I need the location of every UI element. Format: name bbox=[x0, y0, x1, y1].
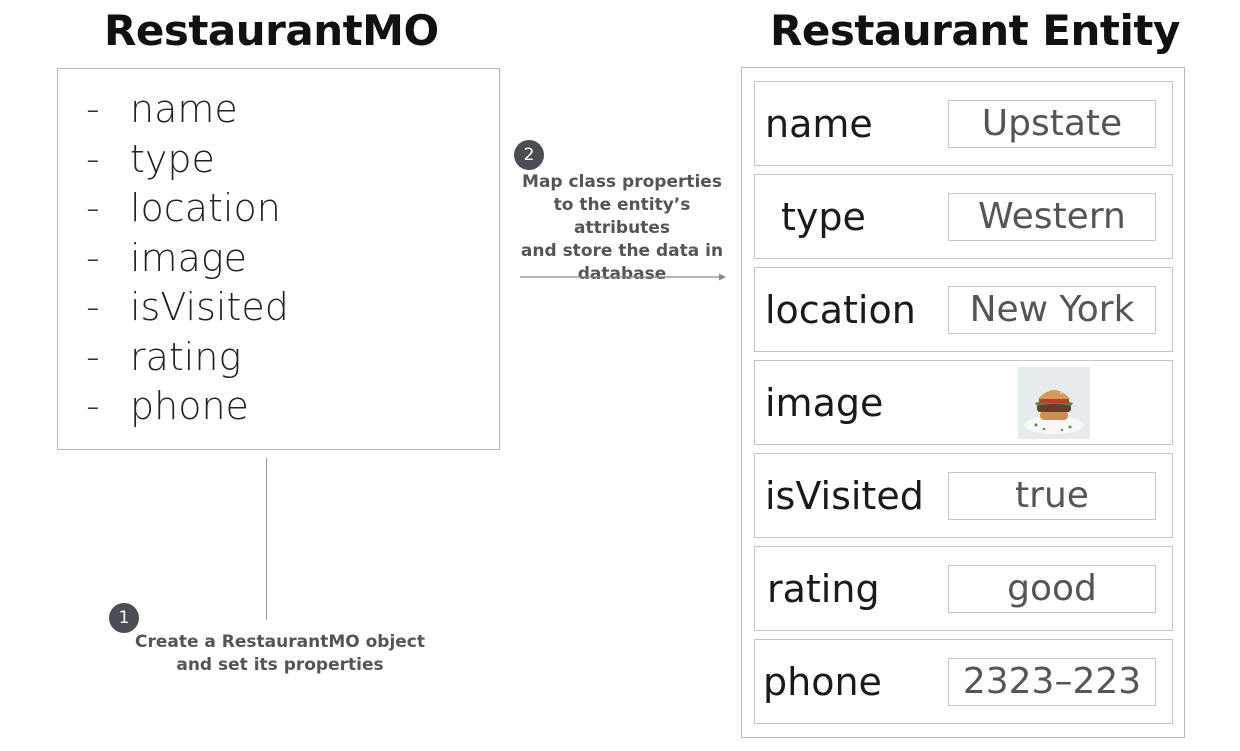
step-1-caption-line: and set its properties bbox=[176, 655, 384, 675]
attribute-name: phone bbox=[763, 659, 882, 704]
connector-line bbox=[266, 458, 267, 620]
entity-row: rating good bbox=[754, 546, 1173, 631]
attribute-name: type bbox=[781, 194, 866, 239]
entity-row: location New York bbox=[754, 267, 1173, 352]
property-item: -name bbox=[86, 87, 238, 131]
attribute-value: 2323–223 bbox=[948, 658, 1156, 706]
step-2-caption-line: and store the data in bbox=[520, 241, 724, 261]
property-image: image bbox=[130, 235, 248, 280]
property-item: -phone bbox=[86, 384, 249, 428]
restaurant-entity-box: name Upstate type Western location New Y… bbox=[741, 67, 1185, 738]
restaurant-entity-title: Restaurant Entity bbox=[770, 6, 1180, 55]
restaurantmo-class-box: -name -type -location -image -isVisited … bbox=[57, 68, 500, 450]
step-2-caption: Map class properties to the entity’s att… bbox=[506, 171, 738, 286]
restaurantmo-title: RestaurantMO bbox=[104, 6, 439, 55]
property-rating: rating bbox=[130, 334, 242, 379]
property-name: name bbox=[130, 87, 238, 131]
property-item: -isVisited bbox=[86, 285, 289, 329]
attribute-name: rating bbox=[767, 566, 880, 611]
property-item: -type bbox=[86, 136, 215, 181]
step-2-badge: 2 bbox=[514, 140, 544, 170]
step-2-caption-line: database bbox=[577, 264, 667, 284]
entity-row: isVisited true bbox=[754, 453, 1173, 538]
entity-row: type Western bbox=[754, 174, 1173, 259]
attribute-name: name bbox=[765, 101, 873, 146]
arrow-right-icon bbox=[520, 273, 726, 281]
attribute-value: New York bbox=[948, 286, 1156, 334]
attribute-value: true bbox=[948, 472, 1156, 520]
attribute-name: image bbox=[765, 380, 884, 425]
attribute-name: isVisited bbox=[765, 473, 924, 518]
entity-row: phone 2323–223 bbox=[754, 639, 1173, 724]
attribute-value: good bbox=[948, 565, 1156, 613]
property-phone: phone bbox=[130, 384, 249, 428]
property-item: -rating bbox=[86, 334, 242, 379]
step-1-badge: 1 bbox=[109, 603, 139, 633]
step-2-caption-line: to the entity’s attributes bbox=[553, 195, 691, 238]
step-1-caption-line: Create a RestaurantMO object bbox=[134, 632, 426, 652]
property-location: location bbox=[130, 186, 281, 230]
entity-row: image bbox=[754, 360, 1173, 445]
property-type: type bbox=[130, 136, 215, 181]
step-1-caption: Create a RestaurantMO object and set its… bbox=[130, 631, 430, 677]
step-2-caption-line: Map class properties bbox=[522, 172, 722, 192]
property-isvisited: isVisited bbox=[130, 285, 289, 329]
property-item: -image bbox=[86, 235, 248, 280]
property-list: -name -type -location -image -isVisited … bbox=[86, 85, 289, 432]
attribute-value: Upstate bbox=[948, 100, 1156, 148]
attribute-value: Western bbox=[948, 193, 1156, 241]
attribute-name: location bbox=[765, 287, 916, 332]
entity-row: name Upstate bbox=[754, 81, 1173, 166]
property-item: -location bbox=[86, 186, 281, 230]
burger-photo-icon bbox=[1018, 367, 1090, 439]
